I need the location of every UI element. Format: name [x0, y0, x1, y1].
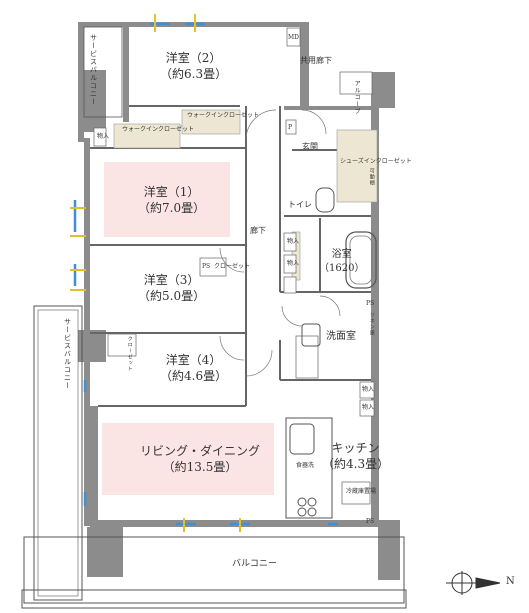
room-common-corridor: 共用廊下: [300, 56, 332, 65]
closet-room3: クローゼット: [214, 263, 251, 270]
label-fridge-space: 冷蔵庫置場: [346, 488, 377, 495]
label-storage-1: 物入: [97, 133, 110, 140]
room-western-4: 洋室（4）（約4.6畳）: [160, 353, 228, 384]
room-living-dining: リビング・ダイニング（約13.5畳）: [140, 444, 261, 475]
closet-shelf: 可動棚: [368, 168, 375, 186]
toilet-fixture: [315, 187, 335, 213]
closet-linen: リネン庫: [368, 312, 375, 336]
room-western-2: 洋室（2）（約6.3畳）: [160, 51, 228, 82]
label-ps-1: PS: [202, 263, 211, 270]
label-storage-4: 物入: [362, 386, 375, 393]
compass-icon: [446, 571, 501, 595]
door-swings: [219, 109, 341, 377]
room-service-balcony-top: サービスバルコニー: [89, 34, 98, 106]
room-alcove: アルコーブ: [353, 80, 361, 115]
room-western-3: 洋室（3）（約5.0畳）: [138, 273, 206, 304]
room-western-1: 洋室（1）（約7.0畳）: [138, 185, 206, 216]
label-storage-2: 物入: [287, 238, 300, 245]
room-hall: 廊下: [250, 226, 266, 235]
kitchen-counter: [285, 417, 333, 519]
window-marks: [70, 14, 241, 532]
closet-room4: クローゼット: [126, 336, 133, 372]
room-entrance: 玄関: [302, 142, 318, 151]
balcony-outlines: [21, 26, 407, 609]
closet-shoes-in: シューズインクローゼット: [340, 158, 412, 165]
label-storage-5: 物入: [362, 404, 375, 411]
room-washroom: 洗面室: [326, 331, 356, 342]
label-ps-3: PS: [366, 518, 375, 525]
small-boxes: [93, 27, 375, 505]
bathtub-inner: [349, 235, 373, 285]
room-highlight-1: [104, 162, 230, 237]
label-storage-3: 物入: [287, 260, 300, 267]
closet-wic-upper: ウォークインクローゼット: [187, 112, 260, 119]
room-kitchen: キッチン（約4.3畳）: [322, 441, 390, 472]
room-service-balcony-left: サービスバルコニー: [63, 318, 72, 390]
room-balcony: バルコニー: [232, 559, 277, 569]
room-toilet: トイレ: [288, 200, 312, 209]
bathtub: [345, 231, 377, 289]
windows: [73, 22, 338, 526]
label-md: MD: [288, 34, 299, 41]
closet-wic-lower: ウォークインクローゼット: [122, 126, 195, 133]
room-bath: 浴室（1620）: [319, 249, 365, 274]
label-p: P: [288, 124, 293, 131]
room-highlight-living: [102, 423, 274, 495]
label-dishwasher: 食器洗: [296, 462, 315, 469]
compass-north-label: N: [506, 576, 515, 587]
label-ps-2: PS: [366, 300, 375, 307]
washbasin: [301, 323, 321, 347]
